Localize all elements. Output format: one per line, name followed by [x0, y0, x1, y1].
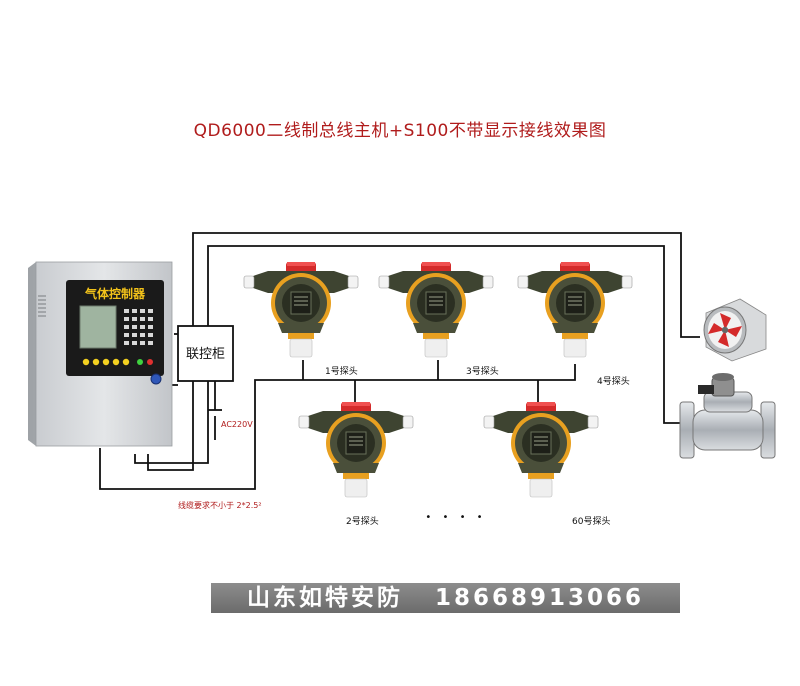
probe-label-2: 2号探头 [346, 515, 379, 527]
relay-box-label: 联控柜 [186, 347, 225, 362]
company-banner: 山东如特安防 18668913066 [211, 583, 680, 613]
probe-label-60: 60号探头 [572, 515, 610, 527]
probe-label-4: 4号探头 [597, 375, 630, 387]
company-phone: 18668913066 [434, 585, 645, 611]
probe-label-1: 1号探头 [325, 365, 358, 377]
solenoid-valve-icon [679, 373, 776, 459]
gas-probe-icon [243, 261, 359, 358]
controller-cabinet-icon: 气体控制器 [28, 261, 173, 447]
cable-requirement-note: 线缆要求不小于 2*2.5² [178, 500, 262, 510]
company-name: 山东如特安防 [246, 585, 403, 611]
controller-brand-text: 气体控制器 [84, 286, 146, 301]
power-label: AC220V [221, 420, 253, 429]
page-title: QD6000二线制总线主机+S100不带显示接线效果图 [193, 121, 607, 141]
fan-icon [703, 298, 767, 362]
ellipsis-dots: • • • • [425, 512, 486, 523]
gas-probe-icon [298, 401, 414, 498]
gas-probe-icon [483, 401, 599, 498]
gas-probe-icon [378, 261, 494, 358]
gas-probe-icon [517, 261, 633, 358]
probe-label-3: 3号探头 [466, 365, 499, 377]
relay-box: 联控柜 AC220V [177, 325, 253, 429]
